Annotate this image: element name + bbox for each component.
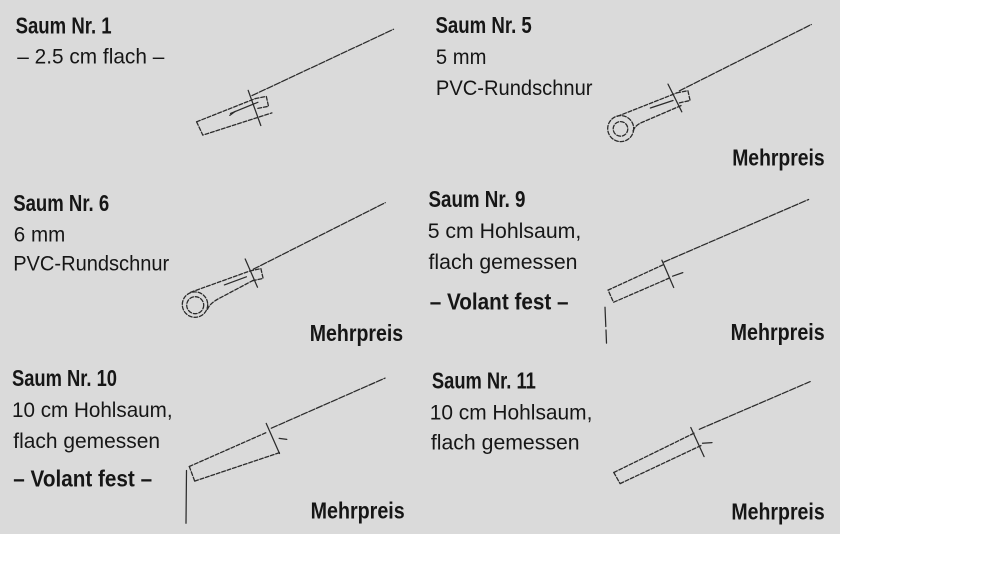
svg-text:Mehrpreis: Mehrpreis	[731, 499, 824, 525]
svg-text:Mehrpreis: Mehrpreis	[732, 144, 825, 170]
svg-text:5 mm: 5 mm	[436, 45, 487, 69]
svg-text:– Volant fest –: – Volant fest –	[13, 466, 152, 492]
svg-text:Mehrpreis: Mehrpreis	[310, 320, 403, 346]
svg-text:– Volant fest –: – Volant fest –	[430, 289, 569, 315]
svg-text:10 cm Hohlsaum,: 10 cm Hohlsaum,	[430, 401, 593, 425]
svg-text:flach gemessen: flach gemessen	[13, 429, 160, 453]
svg-text:– 2.5 cm flach –: – 2.5 cm flach –	[17, 45, 164, 69]
svg-text:flach gemessen: flach gemessen	[429, 250, 578, 274]
svg-text:flach gemessen: flach gemessen	[431, 431, 580, 455]
svg-text:Saum Nr. 9: Saum Nr. 9	[429, 186, 526, 212]
svg-text:Mehrpreis: Mehrpreis	[311, 498, 405, 524]
svg-text:6 mm: 6 mm	[14, 222, 66, 246]
svg-text:10 cm Hohlsaum,: 10 cm Hohlsaum,	[12, 398, 173, 422]
svg-text:PVC-Rundschnur: PVC-Rundschnur	[436, 76, 593, 100]
svg-text:Saum Nr. 6: Saum Nr. 6	[13, 190, 109, 216]
svg-text:Mehrpreis: Mehrpreis	[731, 319, 825, 345]
svg-text:Saum Nr. 10: Saum Nr. 10	[12, 365, 117, 391]
svg-text:PVC-Rundschnur: PVC-Rundschnur	[13, 252, 169, 276]
svg-text:Saum Nr. 11: Saum Nr. 11	[432, 367, 536, 393]
svg-text:Saum Nr. 1: Saum Nr. 1	[16, 13, 112, 39]
svg-text:Saum Nr. 5: Saum Nr. 5	[436, 12, 533, 38]
svg-text:5 cm Hohlsaum,: 5 cm Hohlsaum,	[428, 219, 582, 243]
